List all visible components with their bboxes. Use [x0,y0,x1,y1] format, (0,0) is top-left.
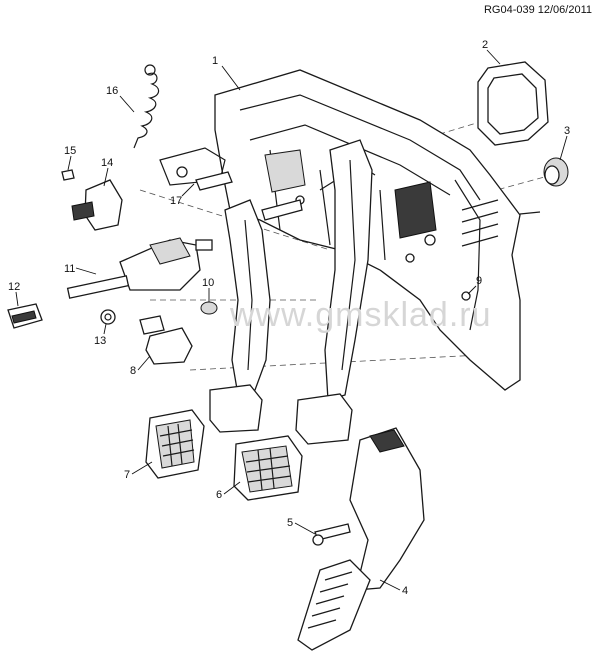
callout-3: 3 [564,125,570,137]
callout-12: 12 [8,281,20,293]
callout-5: 5 [287,517,293,529]
callout-9: 9 [476,275,482,287]
callout-15: 15 [64,145,76,157]
callout-11: 11 [64,263,75,275]
callout-labels: 1 2 3 4 5 6 7 8 9 10 11 12 13 14 15 16 1… [8,39,570,597]
bolt-part-5 [312,523,351,546]
sensor-part-8 [139,315,193,365]
bushing-part-10 [200,301,218,315]
callout-leader-lines [15,49,568,591]
callout-16: 16 [106,85,118,97]
return-spring-part [133,64,160,149]
clutch-master-cylinder-part [66,237,213,299]
callout-1: 1 [212,55,218,67]
nut-part [519,157,569,215]
callout-7: 7 [124,469,130,481]
callout-4: 4 [402,585,408,597]
connector-part-12 [7,303,43,329]
bolts-part-17 [176,166,303,221]
nut-part-13 [100,309,116,325]
screw-part-15 [61,169,75,181]
callout-8: 8 [130,365,136,377]
callout-14: 14 [101,157,113,169]
callout-2: 2 [482,39,488,51]
clutch-pedal-arm-part [209,199,271,433]
callout-10: 10 [202,277,214,289]
callout-6: 6 [216,489,222,501]
brake-pedal-pad-part-6 [233,435,303,501]
switch-bracket-part-14 [71,179,123,231]
watermark-text: www.gmsklad.ru [230,296,492,334]
clutch-pedal-pad-part-7 [145,409,205,479]
gasket-part [477,61,549,146]
callout-13: 13 [94,335,106,347]
brake-pedal-arm-part [295,139,373,445]
diagram-code-date: RG04-039 12/06/2011 [483,4,592,16]
accelerator-pedal-part-4 [297,427,425,651]
callout-17: 17 [170,195,182,207]
